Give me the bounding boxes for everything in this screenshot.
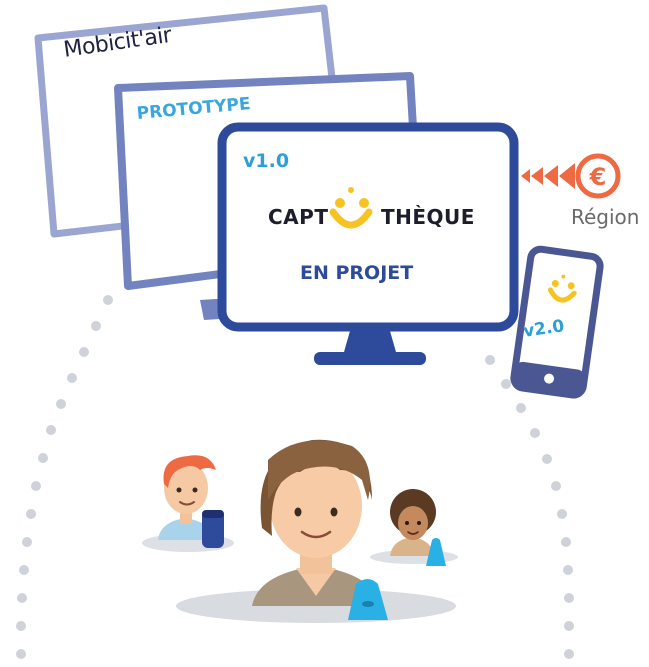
euro-symbol: € [589, 163, 607, 191]
capteque-smile-logo [329, 187, 373, 229]
phone-v2 [510, 245, 604, 399]
funding-arrows-icon [521, 163, 575, 189]
monitor-main [217, 122, 519, 365]
euro-coin-icon: € [575, 153, 621, 199]
avatar-center [176, 439, 456, 623]
label-v1: v1.0 [243, 150, 290, 172]
logo-text-left: CAPT [268, 205, 329, 229]
logo-text-right: THÈQUE [381, 205, 475, 229]
dotted-arc [16, 295, 574, 659]
avatar-right [370, 489, 458, 566]
avatar-left [142, 455, 234, 552]
label-region: Région [571, 205, 640, 229]
label-status: EN PROJET [300, 262, 414, 284]
